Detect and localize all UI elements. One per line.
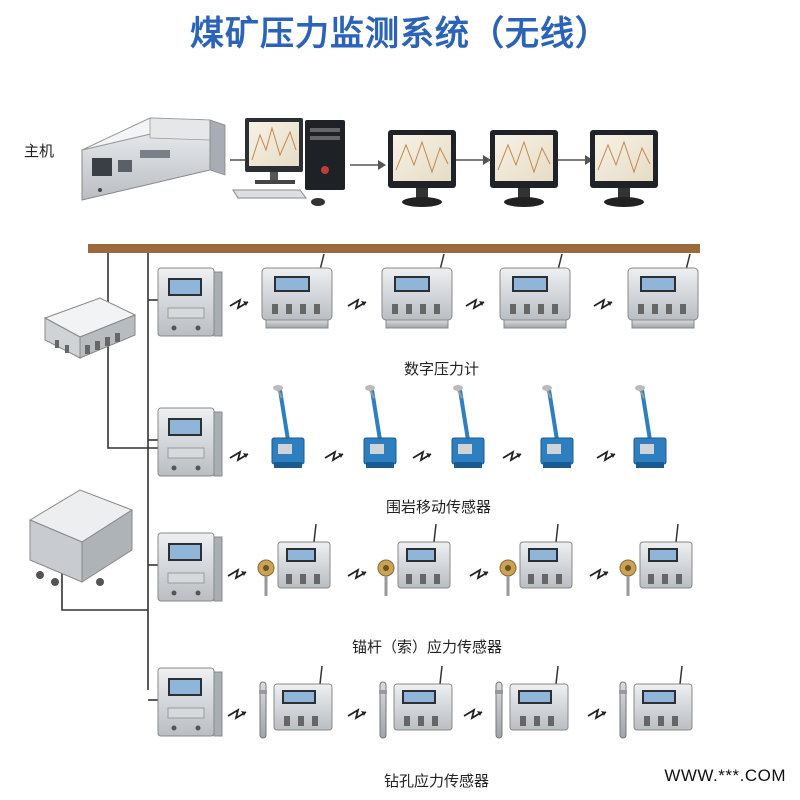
row-caption: 钻孔应力传感器 bbox=[384, 770, 489, 791]
wireless-substation bbox=[158, 668, 222, 736]
wireless-icon bbox=[503, 452, 521, 460]
trunk-bus bbox=[88, 244, 700, 253]
wireless-icon bbox=[470, 570, 488, 578]
digital-pressure-gauge-icon bbox=[382, 254, 452, 328]
sensor-row-digital-pressure-gauge bbox=[158, 254, 698, 336]
digital-pressure-gauge-icon bbox=[628, 254, 698, 328]
wireless-icon bbox=[348, 300, 366, 308]
anchor-stress-sensor-icon bbox=[620, 524, 692, 596]
row-caption: 数字压力计 bbox=[404, 358, 479, 379]
wireless-substation bbox=[158, 408, 222, 476]
anchor-stress-sensor-icon bbox=[258, 524, 330, 596]
anchor-stress-sensor-icon bbox=[378, 524, 450, 596]
arrow-icon bbox=[350, 160, 386, 170]
wireless-icon bbox=[594, 300, 612, 308]
wireless-icon bbox=[228, 570, 246, 578]
wireless-icon bbox=[466, 300, 484, 308]
wireless-icon bbox=[588, 710, 606, 718]
wireless-icon bbox=[597, 452, 615, 460]
wireless-icon bbox=[348, 710, 366, 718]
wireless-icon bbox=[230, 300, 248, 308]
rock-movement-sensor-icon bbox=[272, 385, 304, 468]
rock-movement-sensor-icon bbox=[634, 385, 666, 468]
wireless-icon bbox=[590, 570, 608, 578]
workstation bbox=[233, 118, 345, 206]
borehole-stress-sensor-icon bbox=[619, 666, 692, 738]
wireless-icon bbox=[325, 452, 343, 460]
sensor-row-anchor-stress-sensor bbox=[158, 524, 692, 601]
rock-movement-sensor-icon bbox=[541, 385, 573, 468]
sensor-row-rock-movement-sensor bbox=[158, 385, 666, 476]
anchor-stress-sensor-icon bbox=[500, 524, 572, 596]
row-caption: 锚杆（索）应力传感器 bbox=[352, 636, 502, 657]
borehole-stress-sensor-icon bbox=[495, 666, 568, 738]
wireless-icon bbox=[228, 710, 246, 718]
borehole-stress-sensor-icon bbox=[259, 666, 332, 738]
watermark: WWW.***.COM bbox=[664, 766, 786, 786]
monitor-icon bbox=[490, 130, 558, 207]
row-caption: 围岩移动传感器 bbox=[386, 496, 491, 517]
explosion-proof-box bbox=[0, 490, 132, 586]
wireless-icon bbox=[230, 452, 248, 460]
wireless-substation bbox=[158, 268, 222, 336]
monitor-icon bbox=[388, 130, 456, 207]
rock-movement-sensor-icon bbox=[452, 385, 484, 468]
borehole-stress-sensor-icon bbox=[379, 666, 452, 738]
wireless-icon bbox=[413, 452, 431, 460]
digital-pressure-gauge-icon bbox=[500, 254, 570, 328]
wireless-icon bbox=[464, 710, 482, 718]
sensor-row-borehole-stress-sensor bbox=[158, 666, 692, 738]
wireless-icon bbox=[348, 570, 366, 578]
arrow-icon bbox=[455, 155, 491, 165]
digital-pressure-gauge-icon bbox=[262, 254, 332, 328]
monitor-icon bbox=[590, 130, 658, 207]
junction-box bbox=[45, 298, 135, 358]
rock-movement-sensor-icon bbox=[364, 385, 396, 468]
host-server bbox=[82, 118, 225, 200]
arrow-icon bbox=[557, 155, 593, 165]
wireless-substation bbox=[158, 533, 222, 601]
